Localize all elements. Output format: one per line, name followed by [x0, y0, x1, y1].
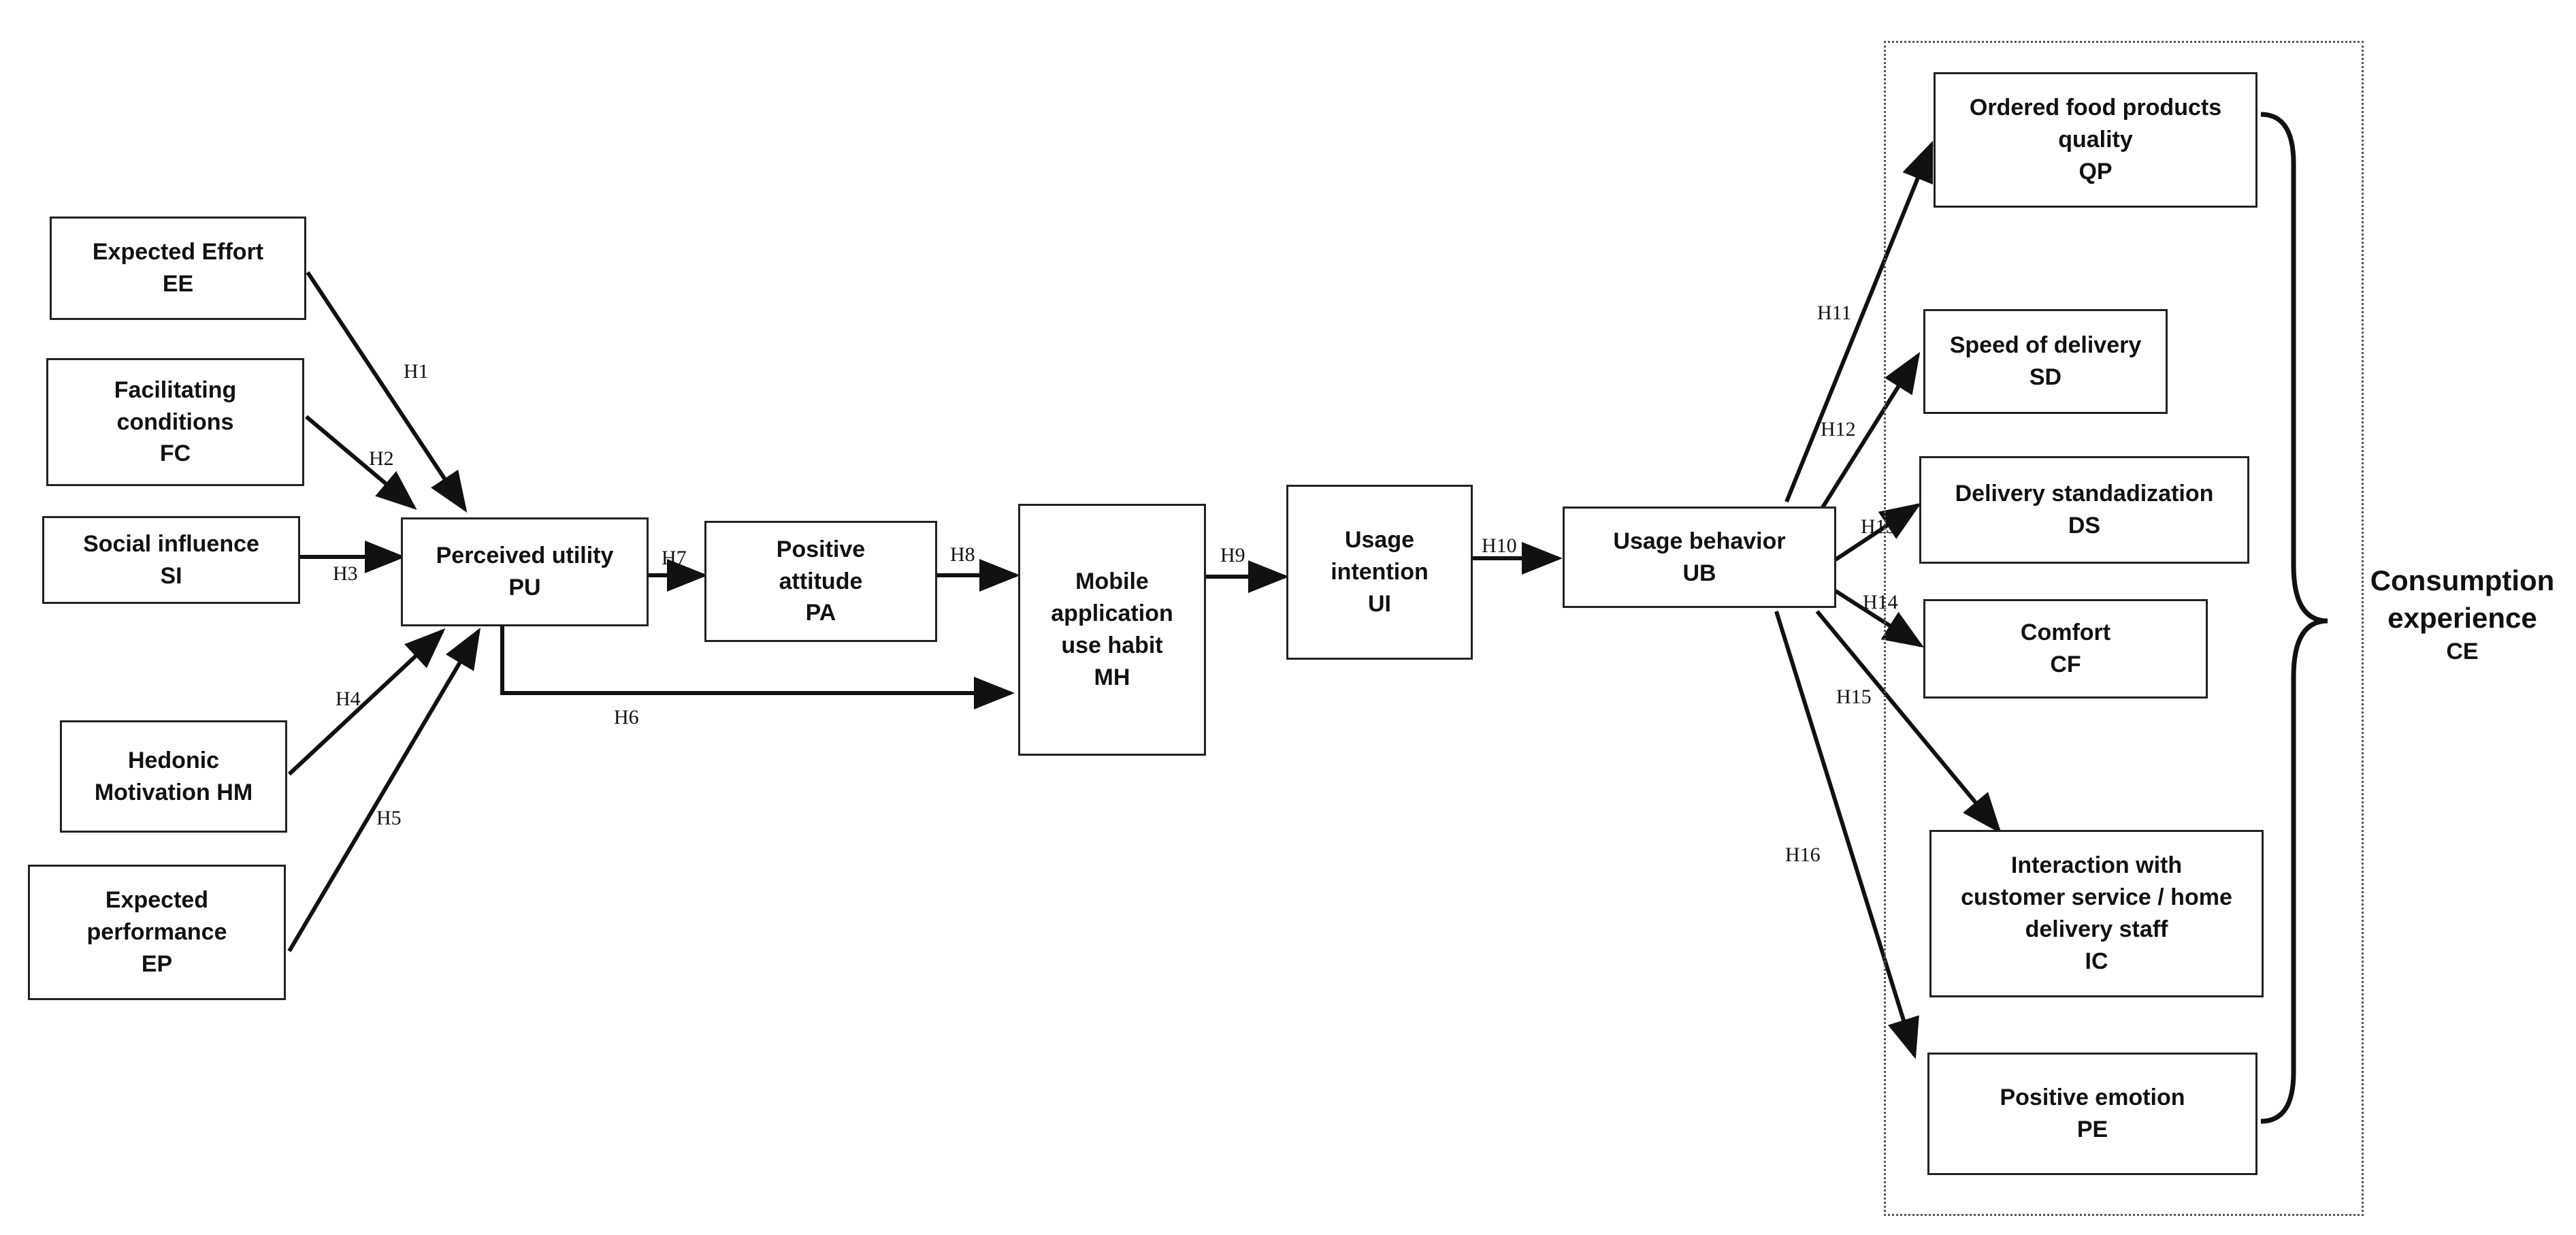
- label-h9: H9: [1220, 544, 1245, 566]
- label-h11: H11: [1817, 302, 1852, 324]
- label-h6: H6: [614, 706, 639, 728]
- label-h13: H13: [1861, 515, 1896, 538]
- arrow-ub-qp: [1784, 140, 1934, 503]
- arrow-fc-pu: [305, 415, 417, 510]
- label-h8: H8: [950, 543, 975, 566]
- label-h14: H14: [1863, 591, 1898, 613]
- label-h4: H4: [336, 688, 361, 710]
- arrow-hm-pu: [287, 628, 446, 776]
- label-h15: H15: [1836, 686, 1872, 708]
- arrow-pu-mh: [500, 626, 1015, 709]
- consumption-experience-frame: [1884, 41, 2364, 1216]
- arrow-ee-pu: [306, 271, 468, 513]
- arrow-ub-ic: [1815, 610, 2002, 834]
- arrow-ub-ds: [1834, 502, 1922, 562]
- curly-brace: [2260, 112, 2328, 1124]
- label-h3: H3: [333, 562, 358, 585]
- label-h7: H7: [662, 547, 687, 569]
- label-h1: H1: [404, 360, 429, 383]
- label-h10: H10: [1482, 534, 1517, 557]
- arrow-ub-cf: [1834, 589, 1925, 648]
- label-h16: H16: [1785, 844, 1821, 866]
- arrow-ep-pu: [287, 627, 481, 952]
- label-h12: H12: [1821, 418, 1856, 440]
- label-h2: H2: [369, 447, 394, 470]
- arrow-ub-pe: [1774, 611, 1919, 1059]
- arrow-ub-sd: [1815, 351, 1921, 517]
- label-h5: H5: [376, 807, 402, 829]
- consumption-experience-label: Consumption experience CE: [2370, 564, 2555, 665]
